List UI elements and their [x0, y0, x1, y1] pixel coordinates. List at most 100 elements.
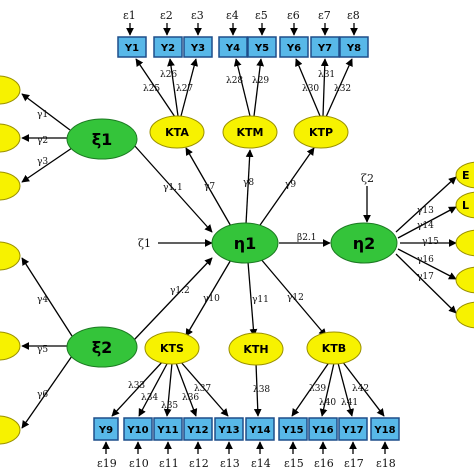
- indicator-label: Y8: [346, 43, 361, 54]
- latent-eta1: [211, 222, 279, 264]
- gamma-label: γ3: [37, 157, 48, 167]
- gamma-label: γ1: [37, 110, 48, 120]
- indicator-box: [279, 36, 309, 58]
- loading-arrow: [179, 360, 229, 417]
- loading-arrow: [319, 362, 335, 417]
- latent-xi1: [66, 118, 138, 160]
- node-ktb: [306, 331, 362, 365]
- indicator-box: [93, 417, 119, 441]
- indicator-label: Y18: [373, 425, 395, 436]
- indicator-label: Y12: [186, 425, 208, 436]
- node-label: KTM: [237, 126, 264, 139]
- indicator-label: Y13: [217, 425, 239, 436]
- top-error-arrows: [126, 23, 358, 36]
- indicator-label: Y1: [124, 43, 139, 54]
- xi1-left-arrows: [21, 93, 73, 183]
- lambda-label: λ39: [309, 384, 326, 394]
- gamma-label: γ2: [37, 136, 48, 146]
- loading-arrow: [175, 362, 198, 417]
- loading-arrow: [295, 58, 321, 117]
- path-arrow: [395, 253, 457, 314]
- lambda-label: λ42: [352, 384, 369, 394]
- lambda-label: λ34: [141, 393, 158, 403]
- path-arrow: [133, 144, 213, 233]
- lambda-label: λ31: [318, 70, 335, 80]
- left-construct-node: [0, 171, 21, 201]
- loading-arrow: [337, 362, 354, 417]
- zeta-label: ζ2: [361, 172, 374, 185]
- indicator-label: Y15: [281, 425, 303, 436]
- epsilon-label: ε16: [314, 457, 334, 470]
- epsilon-label: ε17: [344, 457, 364, 470]
- lambda-label: λ36: [182, 393, 199, 403]
- path-arrow: [21, 355, 73, 429]
- epsilon-label: ε10: [129, 457, 149, 470]
- indicator-box: [247, 36, 277, 58]
- gamma-label: γ4: [37, 295, 48, 305]
- indicator-label: Y11: [156, 425, 178, 436]
- path-arrow: [257, 147, 315, 229]
- gamma-label: γ17: [417, 272, 434, 282]
- indicator-label: Y2: [160, 43, 175, 54]
- indicator-label: Y9: [98, 425, 113, 436]
- lambda-label: λ40: [319, 398, 336, 408]
- indicator-box: [339, 36, 369, 58]
- indicator-box: [117, 36, 147, 58]
- indicator-box: [183, 417, 213, 441]
- loading-arrow: [325, 58, 353, 118]
- left-construct-node: [0, 331, 21, 361]
- loading-arrow: [180, 58, 198, 117]
- epsilon-label: ε14: [251, 457, 271, 470]
- bottom-lambda-labels: λ33 λ34 λ35 λ36 λ37 λ38 λ39 λ40 λ41 λ42: [128, 381, 369, 411]
- construct-nodes: KTA KTM KTP KTS KTH KTB: [144, 115, 362, 366]
- top-epsilons: ε1 ε2 ε3 ε4 ε5 ε6 ε7 ε8: [123, 9, 360, 22]
- loading-arrow: [341, 360, 385, 417]
- left-partial-nodes: [0, 75, 21, 445]
- left-construct-node: [0, 415, 21, 445]
- indicator-box: [338, 417, 368, 441]
- epsilon-label: ε3: [191, 9, 204, 22]
- loading-arrow: [163, 362, 173, 417]
- path-arrow: [21, 147, 73, 183]
- path-arrow: [21, 93, 71, 131]
- gamma-label: γ12: [287, 293, 304, 303]
- loading-arrow: [135, 58, 176, 118]
- indicator-box: [153, 417, 183, 441]
- latent-label: ξ1: [92, 130, 113, 149]
- right-construct-node: [455, 161, 474, 189]
- loading-arrow: [253, 58, 265, 117]
- gamma-label: γ15: [422, 237, 439, 247]
- lambda-label: λ33: [128, 381, 145, 391]
- indicator-label: Y17: [341, 425, 363, 436]
- epsilon-label: ε11: [159, 457, 179, 470]
- node-kts: [144, 331, 200, 365]
- loading-arrow: [167, 58, 179, 117]
- epsilon-label: ε12: [189, 457, 209, 470]
- epsilon-label: ε7: [318, 9, 331, 22]
- epsilon-label: ε15: [284, 457, 304, 470]
- lambda-label: λ30: [302, 84, 319, 94]
- indicator-box: [183, 36, 213, 58]
- gamma-label: γ14: [417, 221, 434, 231]
- lambda-label: λ38: [253, 385, 270, 395]
- node-label: KTP: [309, 126, 333, 139]
- indicator-label: Y14: [248, 425, 270, 436]
- gamma-label: γ7: [204, 182, 215, 192]
- right-construct-node: [455, 229, 474, 257]
- indicator-box: [245, 417, 275, 441]
- latent-eta2: [330, 222, 398, 264]
- bottom-error-arrows: [102, 441, 389, 454]
- epsilon-label: ε5: [255, 9, 268, 22]
- gamma-label: γ5: [37, 345, 48, 355]
- epsilon-label: ε18: [376, 457, 396, 470]
- gamma-label: γ8: [243, 178, 254, 188]
- right-construct-node: [455, 191, 474, 219]
- indicator-label: Y10: [126, 425, 148, 436]
- indicator-box: [308, 417, 338, 441]
- gamma-label: γ9: [285, 180, 296, 190]
- indicator-label: Y3: [190, 43, 205, 54]
- node-kta: [149, 115, 205, 149]
- loading-arrow: [320, 58, 329, 117]
- indicator-box: [214, 417, 244, 441]
